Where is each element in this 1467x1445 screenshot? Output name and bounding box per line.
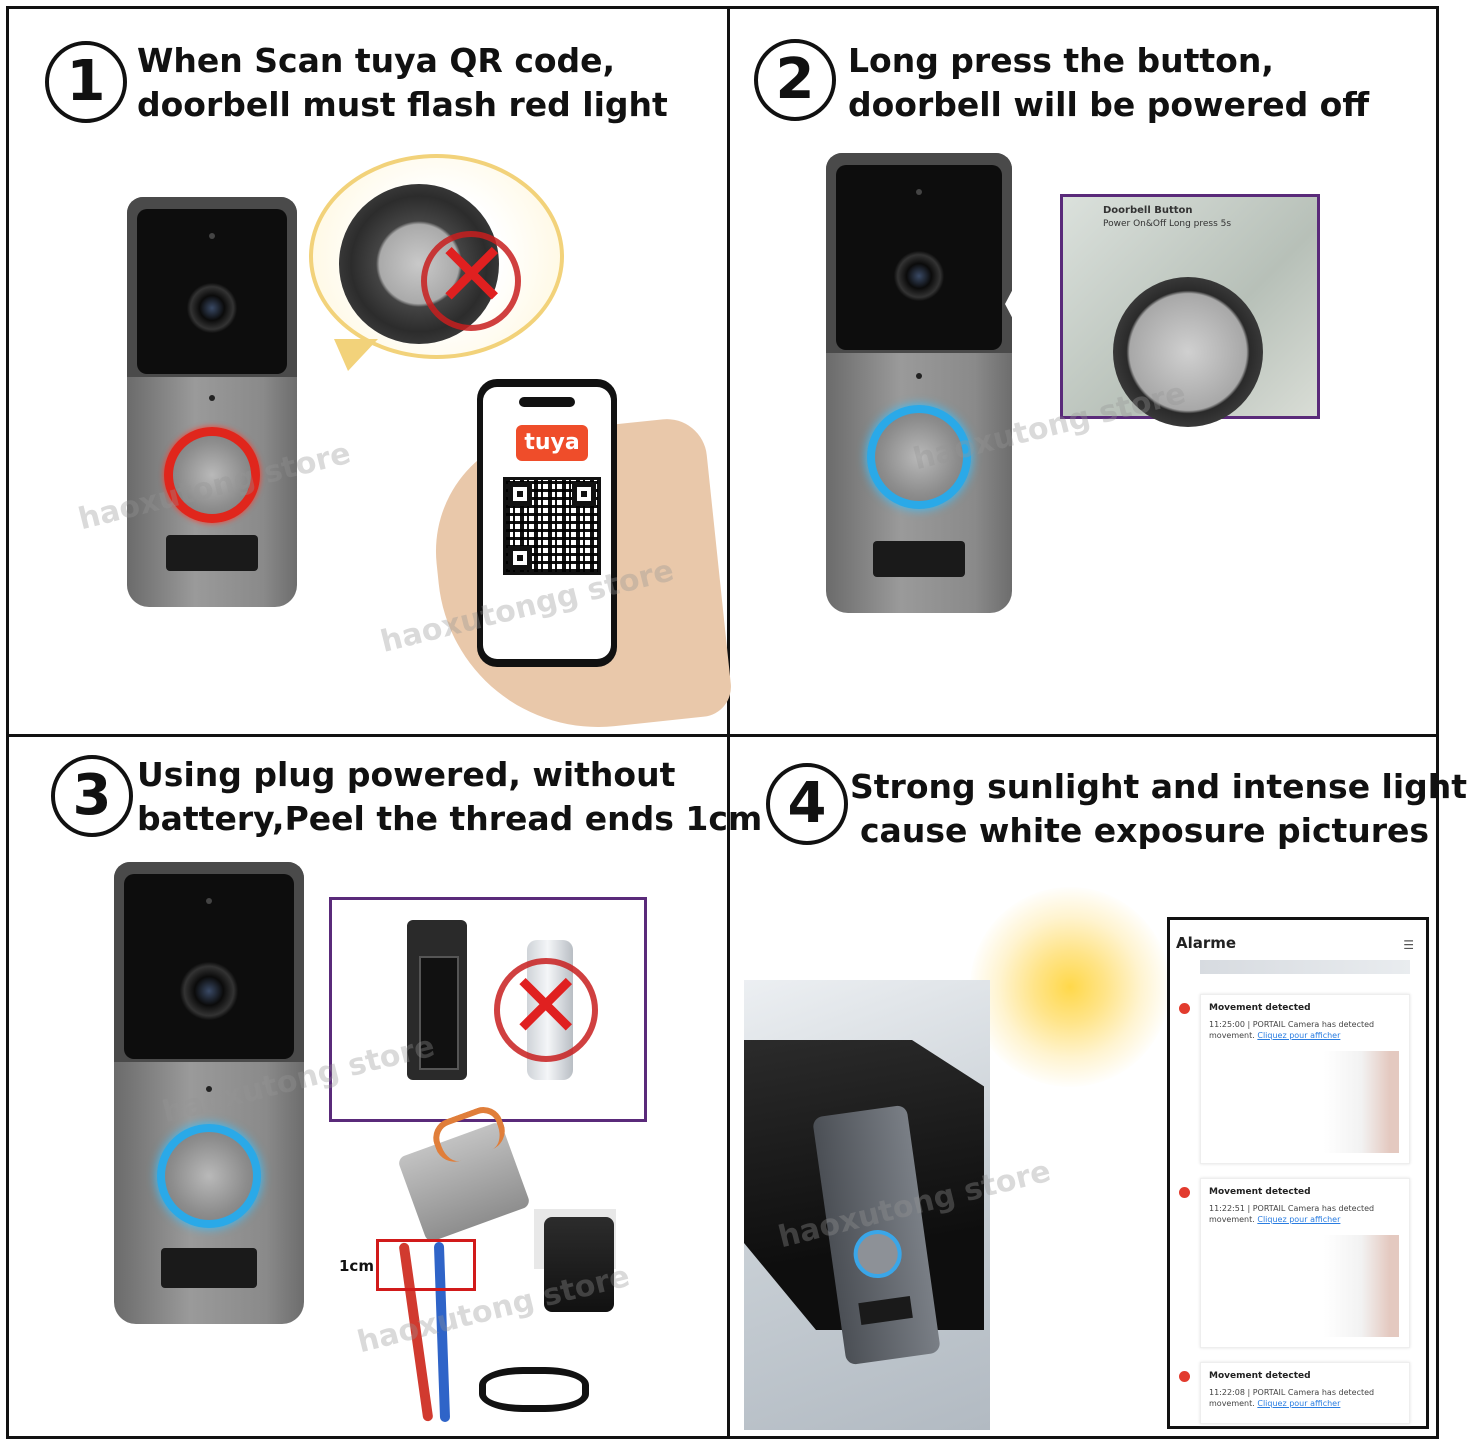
wire-connector [396, 1120, 532, 1244]
step-caption-line1: Strong sunlight and intense light [850, 767, 1467, 806]
step-number: 1 [45, 41, 127, 123]
horizontal-divider [9, 734, 1436, 737]
button-zoom-inset: Doorbell Button Power On&Off Long press … [1060, 194, 1320, 427]
doorbell-button-blue-ring [157, 1124, 261, 1228]
alert-dot-icon [1179, 1371, 1190, 1382]
step-2-panel: 2 Long press the button, doorbell will b… [730, 9, 1436, 734]
alarm-app-screenshot: Alarme ☰ Movement detected 11:25:00 | PO… [1167, 917, 1429, 1429]
step-caption-line2: cause white exposure pictures [860, 811, 1430, 850]
step-1-panel: 1 When Scan tuya QR code, doorbell must … [9, 9, 734, 743]
zoom-label-subtitle: Power On&Off Long press 5s [1103, 219, 1232, 229]
overexposed-image [1211, 1235, 1399, 1337]
smartphone: tuya [477, 379, 617, 667]
power-cable [479, 1367, 589, 1412]
notification-card[interactable]: Movement detected 11:25:00 | PORTAIL Cam… [1179, 994, 1410, 1164]
step-caption-line2: doorbell must flash red light [137, 85, 668, 124]
pir-sensor [166, 535, 258, 571]
app-title: Alarme [1176, 934, 1237, 952]
camera-lens [180, 962, 238, 1020]
step-number: 3 [51, 755, 133, 837]
doorbell-button-blue-ring [867, 405, 971, 509]
step-caption-line1: Using plug powered, without [137, 755, 676, 794]
step-caption-line2: doorbell will be powered off [848, 85, 1370, 124]
red-x-icon: ✕ [434, 223, 510, 328]
notification-card[interactable]: Movement detected 11:22:51 | PORTAIL Cam… [1179, 1178, 1410, 1348]
step-4-panel: 4 Strong sunlight and intense light caus… [730, 737, 1467, 1436]
view-link[interactable]: Cliquez pour afficher [1257, 1031, 1341, 1040]
battery-holder [407, 920, 467, 1080]
alert-dot-icon [1179, 1003, 1190, 1014]
doorbell [114, 862, 304, 1324]
outdoor-install-photo [744, 980, 990, 1430]
step-caption-line1: Long press the button, [848, 41, 1274, 80]
view-link[interactable]: Cliquez pour afficher [1257, 1399, 1341, 1408]
tuya-logo: tuya [516, 425, 588, 461]
alert-dot-icon [1179, 1187, 1190, 1198]
doorbell [826, 153, 1012, 613]
power-adapter [544, 1217, 614, 1312]
vertical-divider [727, 9, 730, 1436]
menu-icon[interactable]: ☰ [1403, 938, 1414, 952]
battery-inset: ✕ [329, 897, 647, 1122]
red-x-icon: ✕ [508, 954, 584, 1059]
doorbell [127, 197, 297, 607]
step-caption-line2: battery,Peel the thread ends 1cm [137, 799, 763, 838]
instruction-grid: 1 When Scan tuya QR code, doorbell must … [6, 6, 1467, 1439]
step-number: 2 [754, 39, 836, 121]
camera-lens [187, 283, 237, 333]
pir-sensor [161, 1248, 257, 1288]
qr-code [503, 477, 601, 575]
overexposed-image [1211, 1051, 1399, 1153]
sun-glare [970, 887, 1170, 1087]
pir-sensor [873, 541, 965, 577]
strip-length-box [376, 1239, 476, 1291]
notification-card[interactable]: Movement detected 11:22:08 | PORTAIL Cam… [1179, 1362, 1410, 1424]
step-number: 4 [766, 763, 848, 845]
button-closeup [1113, 277, 1263, 427]
step-3-panel: 3 Using plug powered, without battery,Pe… [9, 737, 762, 1436]
step-caption-line1: When Scan tuya QR code, [137, 41, 616, 80]
strip-length-label: 1cm [339, 1257, 374, 1275]
view-link[interactable]: Cliquez pour afficher [1257, 1215, 1341, 1224]
zoom-label-title: Doorbell Button [1103, 205, 1193, 216]
camera-lens [894, 251, 944, 301]
doorbell-button-red-ring [164, 427, 260, 523]
